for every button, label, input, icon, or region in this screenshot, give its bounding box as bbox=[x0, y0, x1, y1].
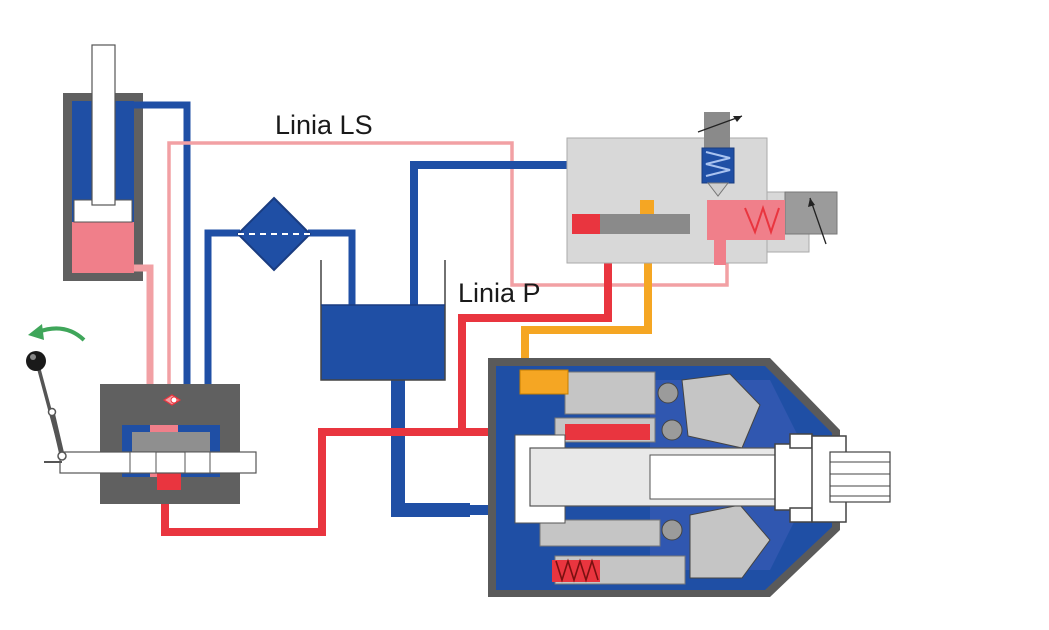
p-line-label: Linia P bbox=[458, 278, 541, 308]
directional-control-valve bbox=[59, 384, 257, 504]
pump-suction-line bbox=[391, 370, 470, 517]
cylinder-return-line bbox=[134, 101, 191, 450]
filter-to-tank-line bbox=[308, 229, 356, 305]
pressure-compensator bbox=[566, 112, 838, 265]
axial-piston-pump bbox=[488, 358, 891, 597]
ls-line-label: Linia LS bbox=[275, 110, 373, 140]
oil-tank bbox=[320, 260, 446, 381]
lever-knob[interactable] bbox=[26, 351, 46, 371]
valve-to-filter-line bbox=[204, 229, 240, 450]
rotate-arrow-icon bbox=[28, 324, 86, 342]
ls-signal-line bbox=[167, 141, 729, 395]
pump-pressure-line bbox=[161, 428, 560, 536]
hydraulic-cylinder bbox=[63, 44, 143, 281]
valve-lever[interactable] bbox=[26, 351, 67, 463]
